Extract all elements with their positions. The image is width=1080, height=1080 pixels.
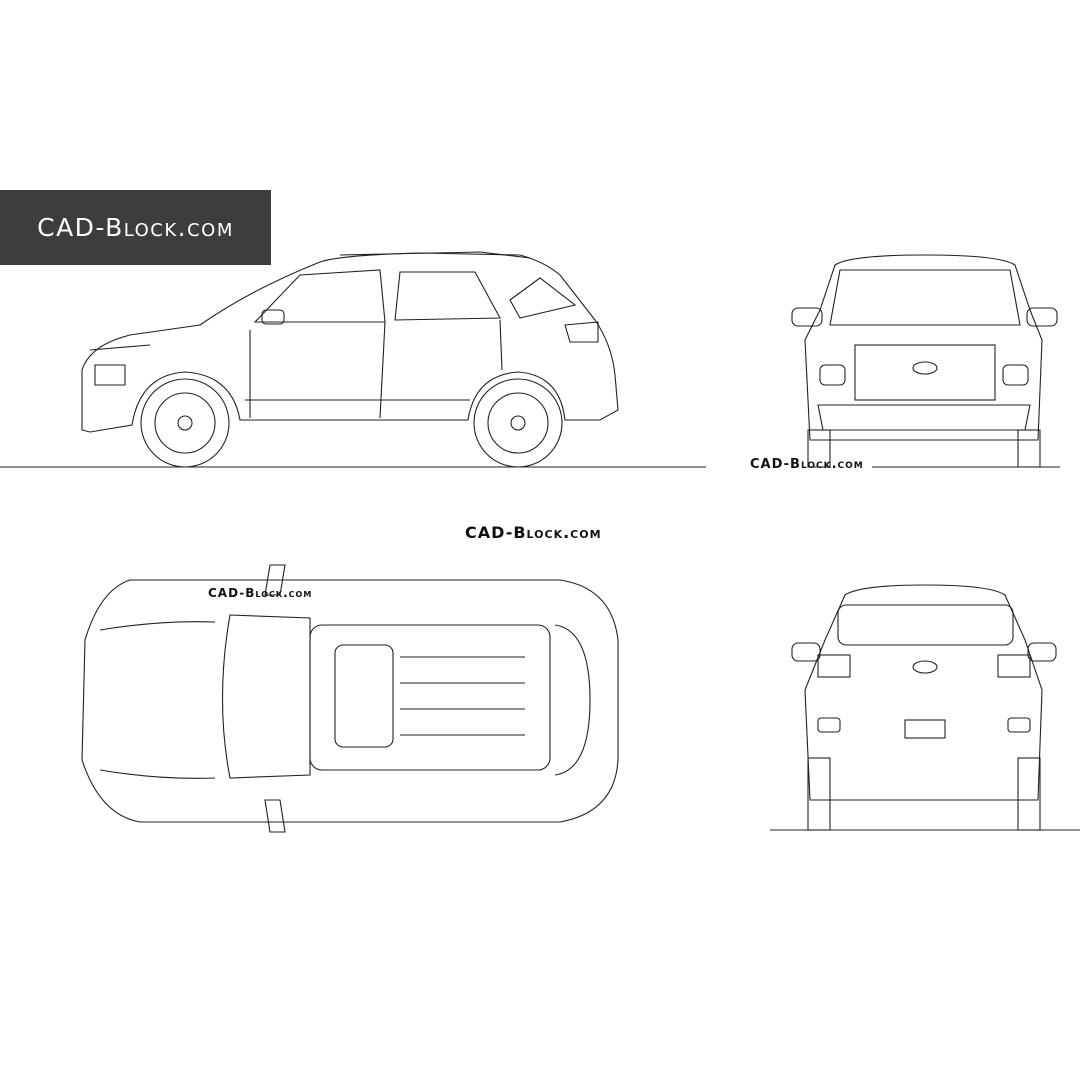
rear-glass-top <box>554 624 591 776</box>
hood-lines <box>99 621 216 779</box>
top-left-mirror <box>264 564 286 596</box>
front-wheel <box>140 378 230 468</box>
brand-logo-rear <box>912 660 938 674</box>
rear-wheel <box>473 378 563 468</box>
rear-hub <box>510 415 526 431</box>
rear-view <box>770 584 1080 831</box>
watermark-front-view: CAD-Block.com <box>750 457 864 472</box>
rear-right-mirror <box>1027 642 1057 662</box>
roof <box>309 624 551 771</box>
rear-left-taillight <box>817 654 851 678</box>
right-headlight <box>1002 364 1029 386</box>
watermark-center: CAD-Block.com <box>465 523 602 542</box>
sunroof <box>334 644 394 748</box>
rear-rim <box>487 392 549 454</box>
top-right-mirror <box>264 799 286 833</box>
side-front-window <box>253 269 386 323</box>
front-grille <box>854 344 996 401</box>
side-view <box>0 251 706 468</box>
front-hub <box>177 415 193 431</box>
front-bumper <box>817 404 1031 431</box>
side-roof-rail <box>339 251 531 259</box>
side-door-rear-edge <box>499 319 503 371</box>
side-rear-window <box>394 271 501 321</box>
front-right-tire <box>1017 429 1041 468</box>
brand-banner-label: CAD-Block.com <box>37 213 234 242</box>
side-taillight <box>564 321 599 343</box>
rear-window <box>837 604 1014 646</box>
front-rim <box>154 392 216 454</box>
top-body-outline <box>81 579 619 823</box>
brand-logo-front <box>912 361 938 375</box>
front-body-outline <box>804 254 1043 441</box>
right-mirror <box>1026 307 1058 327</box>
rear-left-tire <box>807 757 831 831</box>
watermark-top-view: CAD-Block.com <box>208 586 313 600</box>
front-view <box>791 254 1060 468</box>
rear-right-reflector <box>1007 717 1031 733</box>
brand-banner: CAD-Block.com <box>0 190 271 265</box>
side-door-line <box>379 321 386 419</box>
front-left-tire <box>807 429 831 468</box>
license-plate <box>904 719 946 739</box>
side-quarter-window <box>509 277 577 319</box>
left-mirror <box>791 307 823 327</box>
side-mirror <box>261 309 285 325</box>
rear-body-outline <box>804 584 1043 801</box>
top-view <box>81 564 619 833</box>
left-headlight <box>819 364 846 386</box>
top-windshield <box>221 614 311 779</box>
rear-left-mirror <box>791 642 821 662</box>
windshield <box>829 269 1021 326</box>
rear-left-reflector <box>817 717 841 733</box>
rear-right-tire <box>1017 757 1041 831</box>
side-body-outline <box>81 252 619 433</box>
rear-right-taillight <box>997 654 1031 678</box>
side-headlight <box>89 344 151 386</box>
